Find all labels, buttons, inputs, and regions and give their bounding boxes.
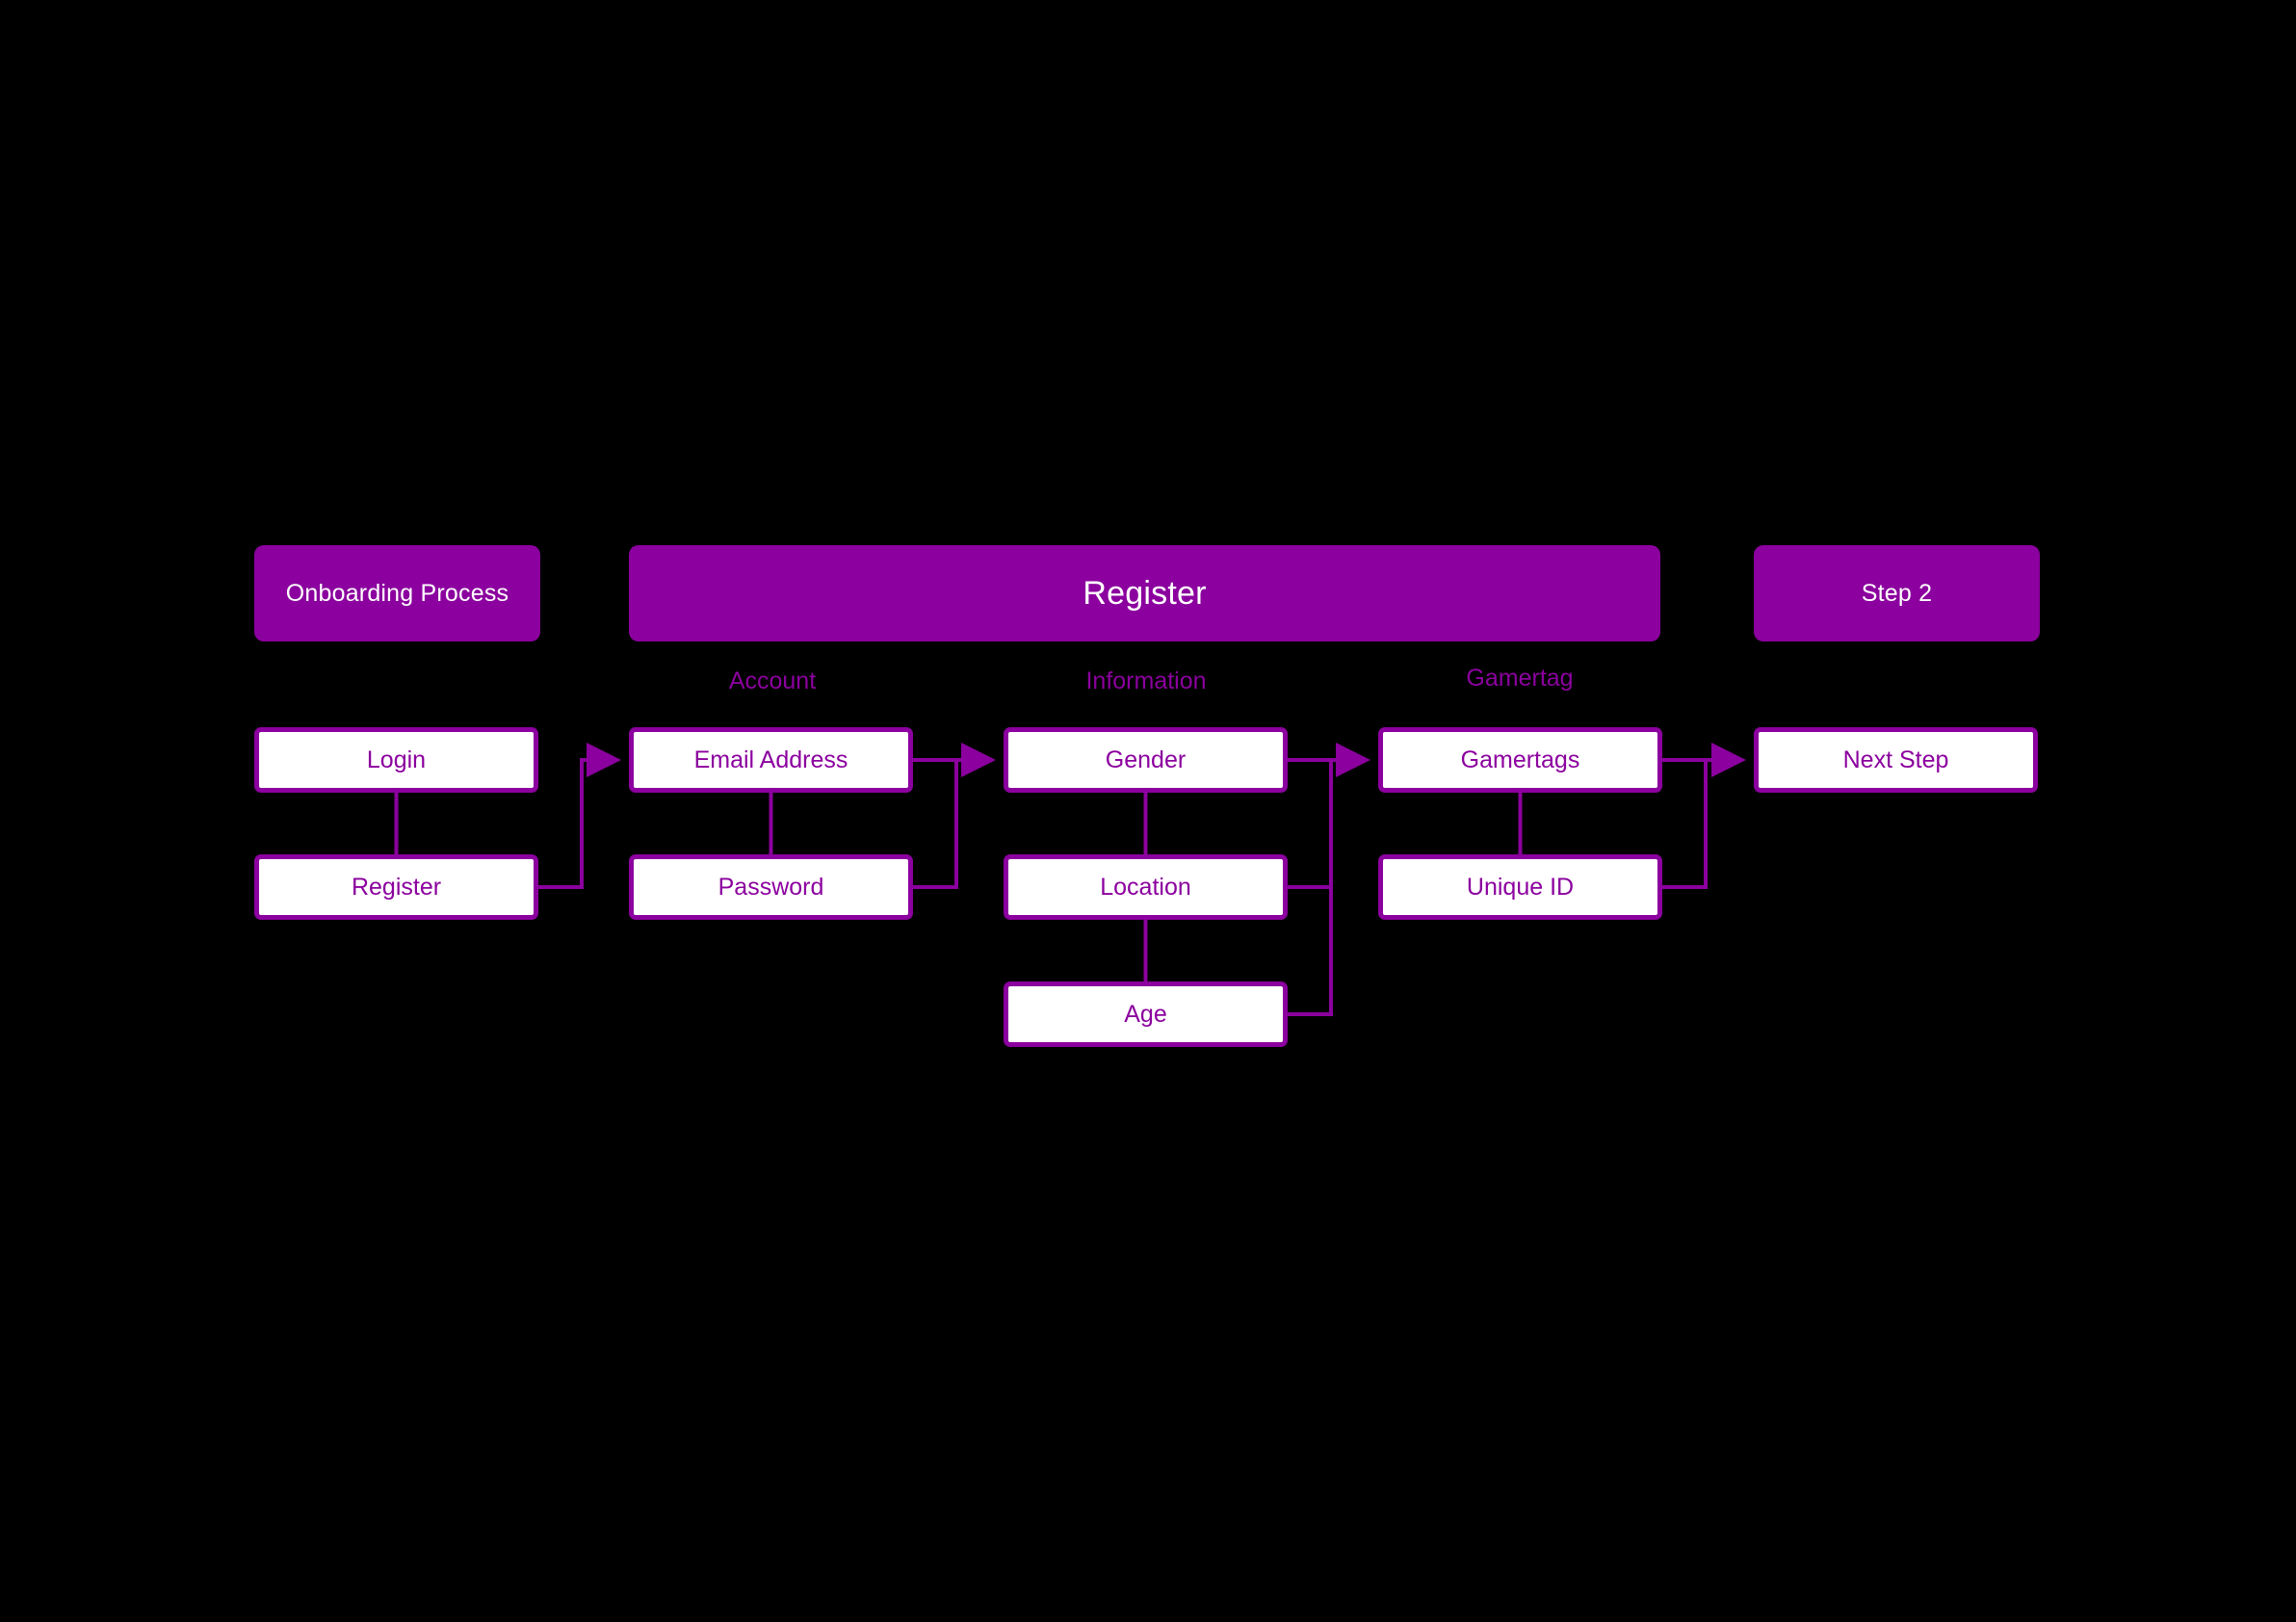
edge-password-gender [913,760,958,889]
edge-age-gamertags [1288,760,1333,1016]
node-email-address[interactable]: Email Address [629,727,913,793]
node-next-step[interactable]: Next Step [1754,727,2038,793]
node-password[interactable]: Password [629,854,913,920]
node-login-label: Login [366,746,427,773]
node-age[interactable]: Age [1004,981,1288,1047]
banner-onboarding-process[interactable]: Onboarding Process [254,545,540,641]
node-next-step-label: Next Step [1842,746,1949,773]
node-register-label: Register [351,873,442,901]
edge-register-email [538,743,621,889]
node-location-label: Location [1100,873,1191,901]
node-age-label: Age [1124,1000,1167,1028]
node-email-address-label: Email Address [693,746,848,773]
banner-onboarding-label: Onboarding Process [285,579,509,607]
group-caption-information: Information [1085,667,1207,694]
node-login[interactable]: Login [254,727,538,793]
node-gender[interactable]: Gender [1004,727,1288,793]
node-location[interactable]: Location [1004,854,1288,920]
node-unique-id[interactable]: Unique ID [1378,854,1662,920]
edge-uniqueid-nextstep [1662,760,1708,889]
node-gamertags-label: Gamertags [1460,746,1580,773]
node-password-label: Password [718,873,824,901]
node-gamertags[interactable]: Gamertags [1378,727,1662,793]
banner-register[interactable]: Register [629,545,1660,641]
edge-location-gamertags [1288,760,1333,889]
node-unique-id-label: Unique ID [1466,873,1575,901]
group-caption-account: Account [728,667,817,694]
group-caption-gamertag: Gamertag [1466,665,1574,692]
banner-step-2[interactable]: Step 2 [1754,545,2040,641]
banner-register-label: Register [1083,574,1207,612]
node-gender-label: Gender [1105,746,1187,773]
node-register[interactable]: Register [254,854,538,920]
banner-step-2-label: Step 2 [1861,579,1933,607]
